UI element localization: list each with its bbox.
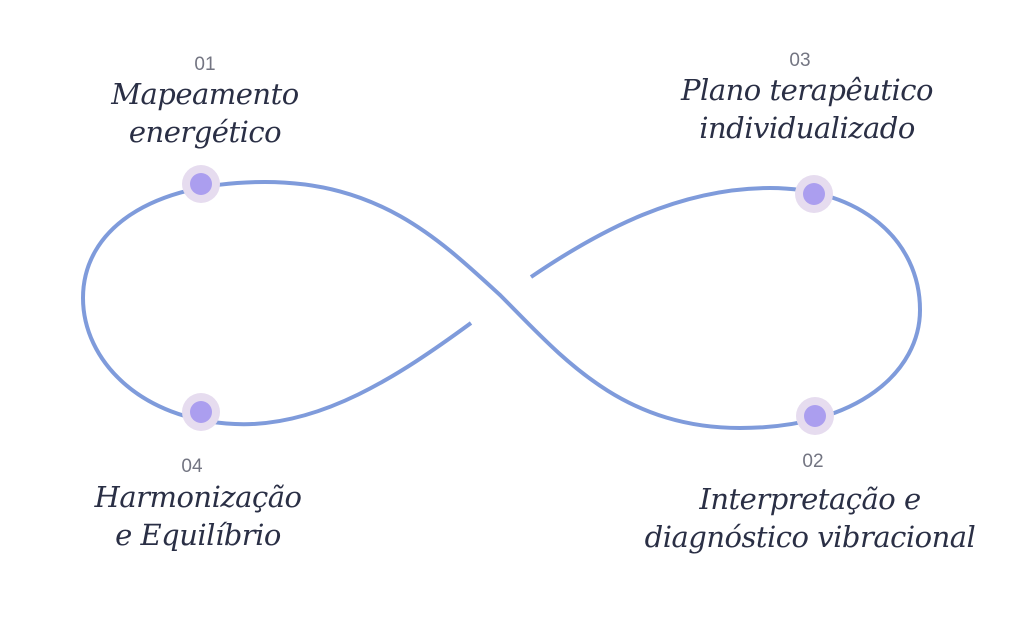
step-label-02: Interpretação e diagnóstico vibracional bbox=[640, 480, 980, 556]
step-marker-01 bbox=[182, 165, 220, 203]
label-line: Harmonização bbox=[94, 480, 302, 514]
step-number-03: 03 bbox=[789, 50, 811, 71]
label-line: e Equilíbrio bbox=[115, 518, 281, 552]
label-line: individualizado bbox=[699, 111, 915, 145]
step-marker-03 bbox=[795, 175, 833, 213]
label-line: Plano terapêutico bbox=[681, 73, 933, 107]
step-marker-02 bbox=[796, 397, 834, 435]
label-line: energético bbox=[128, 115, 282, 149]
label-line: Mapeamento bbox=[111, 77, 299, 111]
infinity-path bbox=[80, 179, 923, 431]
step-number-01: 01 bbox=[194, 54, 216, 75]
step-number-02: 02 bbox=[802, 451, 824, 472]
label-line: Interpretação e bbox=[699, 482, 921, 516]
step-label-01: Mapeamento energético bbox=[55, 75, 355, 151]
step-number-04: 04 bbox=[181, 456, 203, 477]
step-marker-04 bbox=[182, 393, 220, 431]
label-line: diagnóstico vibracional bbox=[644, 520, 976, 554]
step-label-03: Plano terapêutico individualizado bbox=[657, 71, 957, 147]
step-label-04: Harmonização e Equilíbrio bbox=[48, 478, 348, 554]
